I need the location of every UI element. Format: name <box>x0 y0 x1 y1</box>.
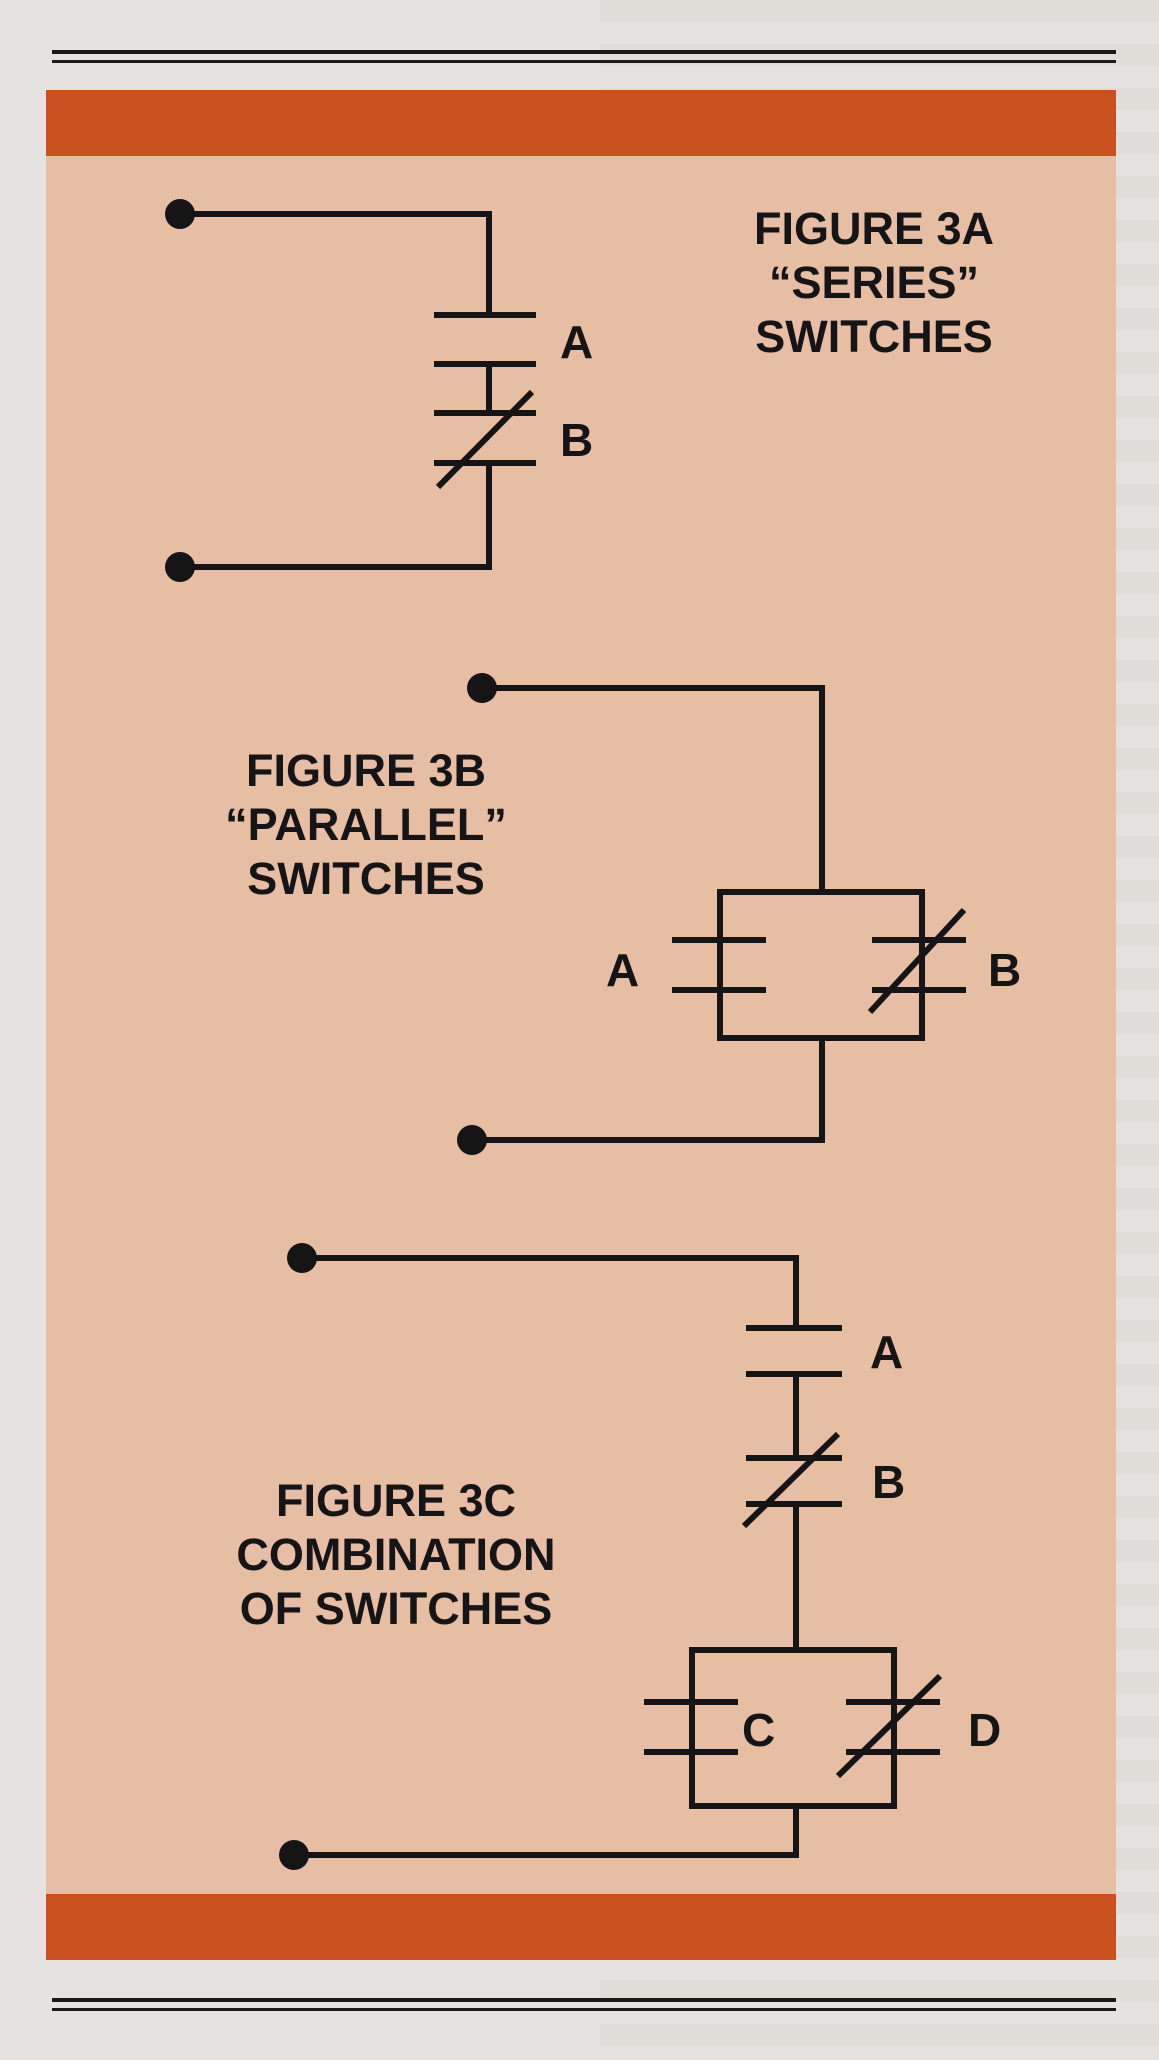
fig3c-switch-d-slash <box>835 1673 943 1779</box>
top-rule-2 <box>52 60 1116 63</box>
figure-3c-circuit <box>294 1255 943 1858</box>
fig3c-label-c: C <box>742 1704 775 1756</box>
fig3c-parallel-loop <box>689 1647 897 1809</box>
fig3a-caption-line1: FIGURE 3A <box>754 203 994 254</box>
fig3b-switch-b-slash <box>867 907 967 1015</box>
fig3b-label-a: A <box>606 944 639 996</box>
fig3a-caption-line2: “SERIES” <box>769 257 979 308</box>
top-band <box>46 90 1116 156</box>
fig3c-label-d: D <box>968 1704 1001 1756</box>
fig3a-wire-top <box>180 211 492 315</box>
bottom-rule-2 <box>52 2008 1116 2011</box>
fig3b-caption-line2: “PARALLEL” <box>225 799 507 850</box>
fig3a-switch-b-slash <box>435 389 535 490</box>
fig3a-terminal-top <box>165 199 195 229</box>
fig3a-wire-bottom <box>180 463 492 570</box>
bottom-rule-1 <box>52 1998 1116 2002</box>
fig3c-switch-b-slash <box>741 1431 841 1529</box>
fig3c-terminal-top <box>287 1243 317 1273</box>
fig3b-wire-bottom <box>472 1038 825 1143</box>
fig3c-label-b: B <box>872 1456 905 1508</box>
fig3a-label-a: A <box>560 316 593 368</box>
top-rule-1 <box>52 50 1116 54</box>
figure-3b-circuit <box>472 685 967 1143</box>
fig3b-wire-top <box>482 685 825 892</box>
figure-3a-circuit <box>180 211 536 570</box>
fig3a-terminal-bottom <box>165 552 195 582</box>
fig3b-terminal-top <box>467 673 497 703</box>
bottom-band <box>46 1894 1116 1960</box>
fig3a-caption-line3: SWITCHES <box>755 311 993 362</box>
fig3b-terminal-bottom <box>457 1125 487 1155</box>
fig3c-wire-top <box>302 1255 799 1328</box>
figure-panel <box>46 90 1116 1960</box>
fig3b-caption-line3: SWITCHES <box>247 853 485 904</box>
fig3b-caption-line1: FIGURE 3B <box>246 745 486 796</box>
fig3c-caption-line2: COMBINATION <box>236 1529 555 1580</box>
fig3c-wire-bottom <box>294 1806 799 1858</box>
fig3c-caption-line3: OF SWITCHES <box>240 1583 553 1634</box>
terminals <box>165 199 497 1870</box>
fig3a-label-b: B <box>560 414 593 466</box>
fig3b-label-b: B <box>988 944 1021 996</box>
fig3c-label-a: A <box>870 1326 903 1378</box>
fig3c-terminal-bottom <box>279 1840 309 1870</box>
fig3c-caption-line1: FIGURE 3C <box>276 1475 516 1526</box>
fig3b-parallel-loop <box>717 889 925 1041</box>
